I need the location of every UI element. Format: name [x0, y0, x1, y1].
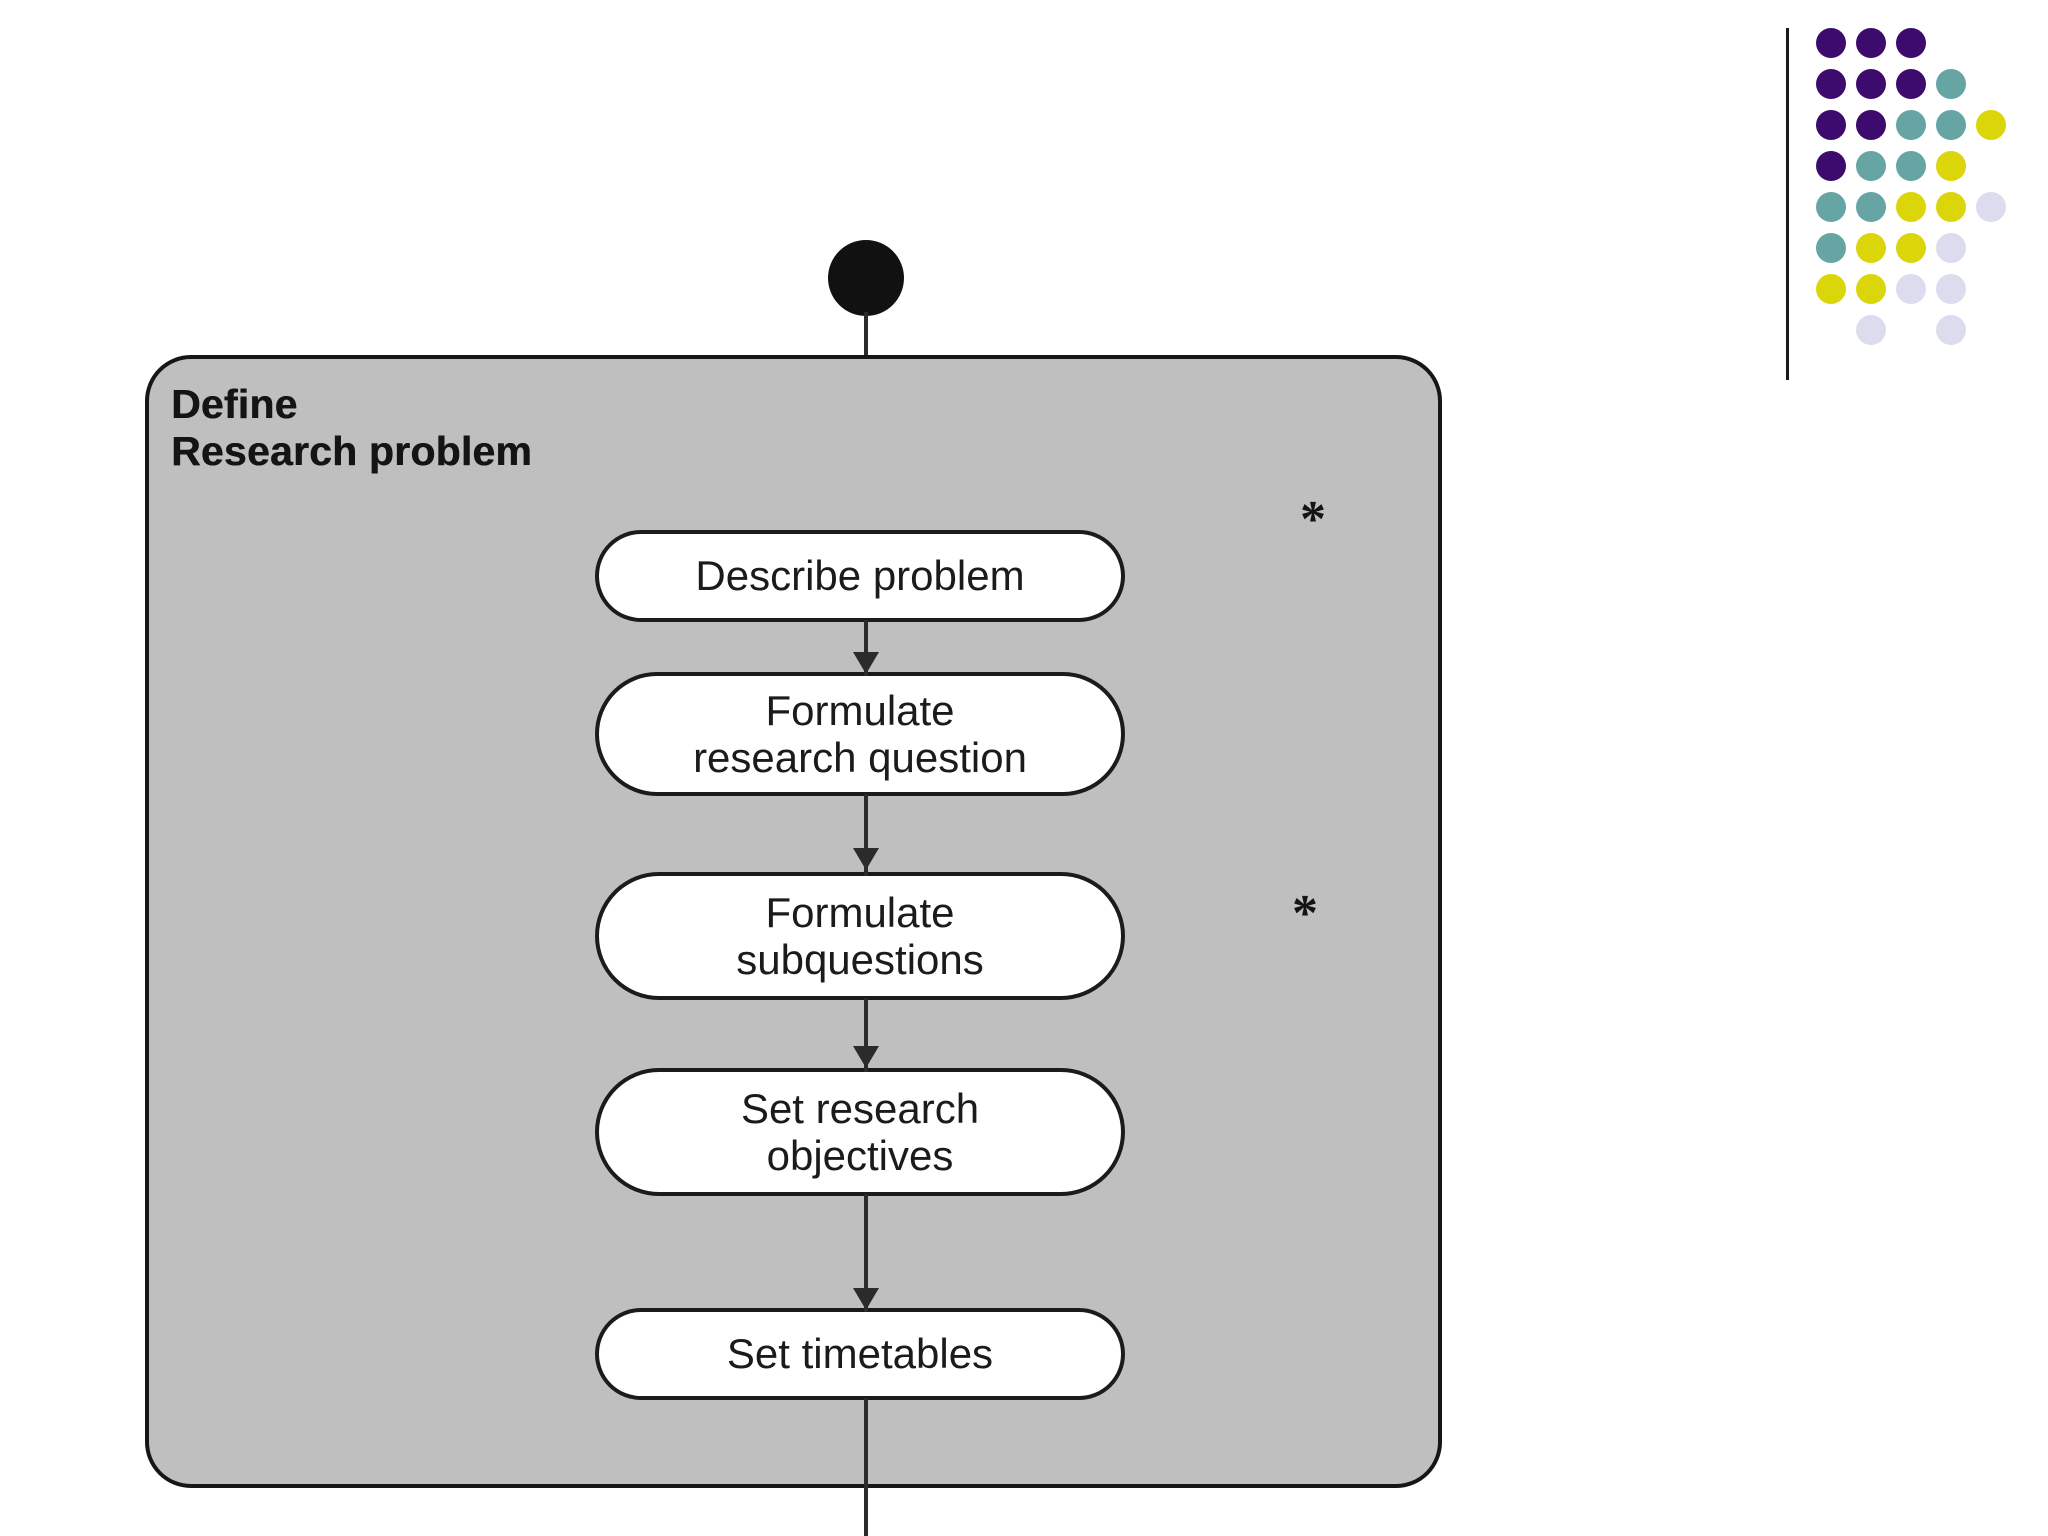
flow-edge-subquestions-to-objectives [864, 998, 868, 1072]
activity-set-timetables[interactable]: Set timetables [595, 1308, 1125, 1400]
logo-dot [1856, 69, 1886, 99]
asterisk-lower-marker: * [1292, 885, 1318, 942]
arrowhead-set-timetables [853, 1288, 879, 1310]
logo-dot [1936, 110, 1966, 140]
activity-formulate-research-question[interactable]: Formulate research question [595, 672, 1125, 796]
logo-dot [1896, 28, 1926, 58]
logo-dot [1896, 274, 1926, 304]
logo-dot [1936, 274, 1966, 304]
logo-dot [1816, 233, 1846, 263]
arrowhead-formulate-subquestions [853, 848, 879, 870]
logo-dot [1936, 233, 1966, 263]
logo-dot [1856, 233, 1886, 263]
logo-dot [1856, 110, 1886, 140]
arrowhead-set-research-objectives [853, 1046, 879, 1068]
flow-edge-timetables-to-next [864, 1398, 868, 1536]
logo-dot [1856, 315, 1886, 345]
logo-dot [1816, 28, 1846, 58]
logo-dot [1816, 151, 1846, 181]
logo-dot [1976, 110, 2006, 140]
logo-dot [1936, 69, 1966, 99]
logo-dot [1856, 28, 1886, 58]
activity-formulate-subquestions[interactable]: Formulate subquestions [595, 872, 1125, 1000]
logo-dot [1936, 151, 1966, 181]
activity-set-research-objectives[interactable]: Set research objectives [595, 1068, 1125, 1196]
logo-dot [1976, 192, 2006, 222]
logo-dot [1816, 274, 1846, 304]
activity-describe-problem[interactable]: Describe problem [595, 530, 1125, 622]
arrowhead-formulate-research-question [853, 652, 879, 674]
logo-vertical-rule [1786, 28, 1789, 380]
logo-dot [1896, 151, 1926, 181]
state-title: Define Research problem [171, 381, 532, 475]
logo-dot [1896, 110, 1926, 140]
logo-dot-grid [1816, 20, 2030, 380]
logo-dot [1816, 110, 1846, 140]
flow-edge-describe-to-formulate-question [864, 620, 868, 676]
brand-logo [1780, 20, 2030, 380]
logo-dot [1816, 192, 1846, 222]
logo-dot [1896, 192, 1926, 222]
logo-dot [1896, 69, 1926, 99]
flow-edge-question-to-subquestions [864, 794, 868, 876]
logo-dot [1856, 151, 1886, 181]
logo-dot [1896, 233, 1926, 263]
logo-dot [1936, 192, 1966, 222]
logo-dot [1936, 315, 1966, 345]
logo-dot [1856, 192, 1886, 222]
logo-dot [1856, 274, 1886, 304]
flow-edge-objectives-to-timetables [864, 1194, 868, 1312]
asterisk-upper-marker: * [1300, 491, 1326, 548]
initial-state-node [828, 240, 904, 316]
activity-diagram: Define Research problem Describe problem… [145, 240, 1442, 1536]
logo-dot [1816, 69, 1846, 99]
